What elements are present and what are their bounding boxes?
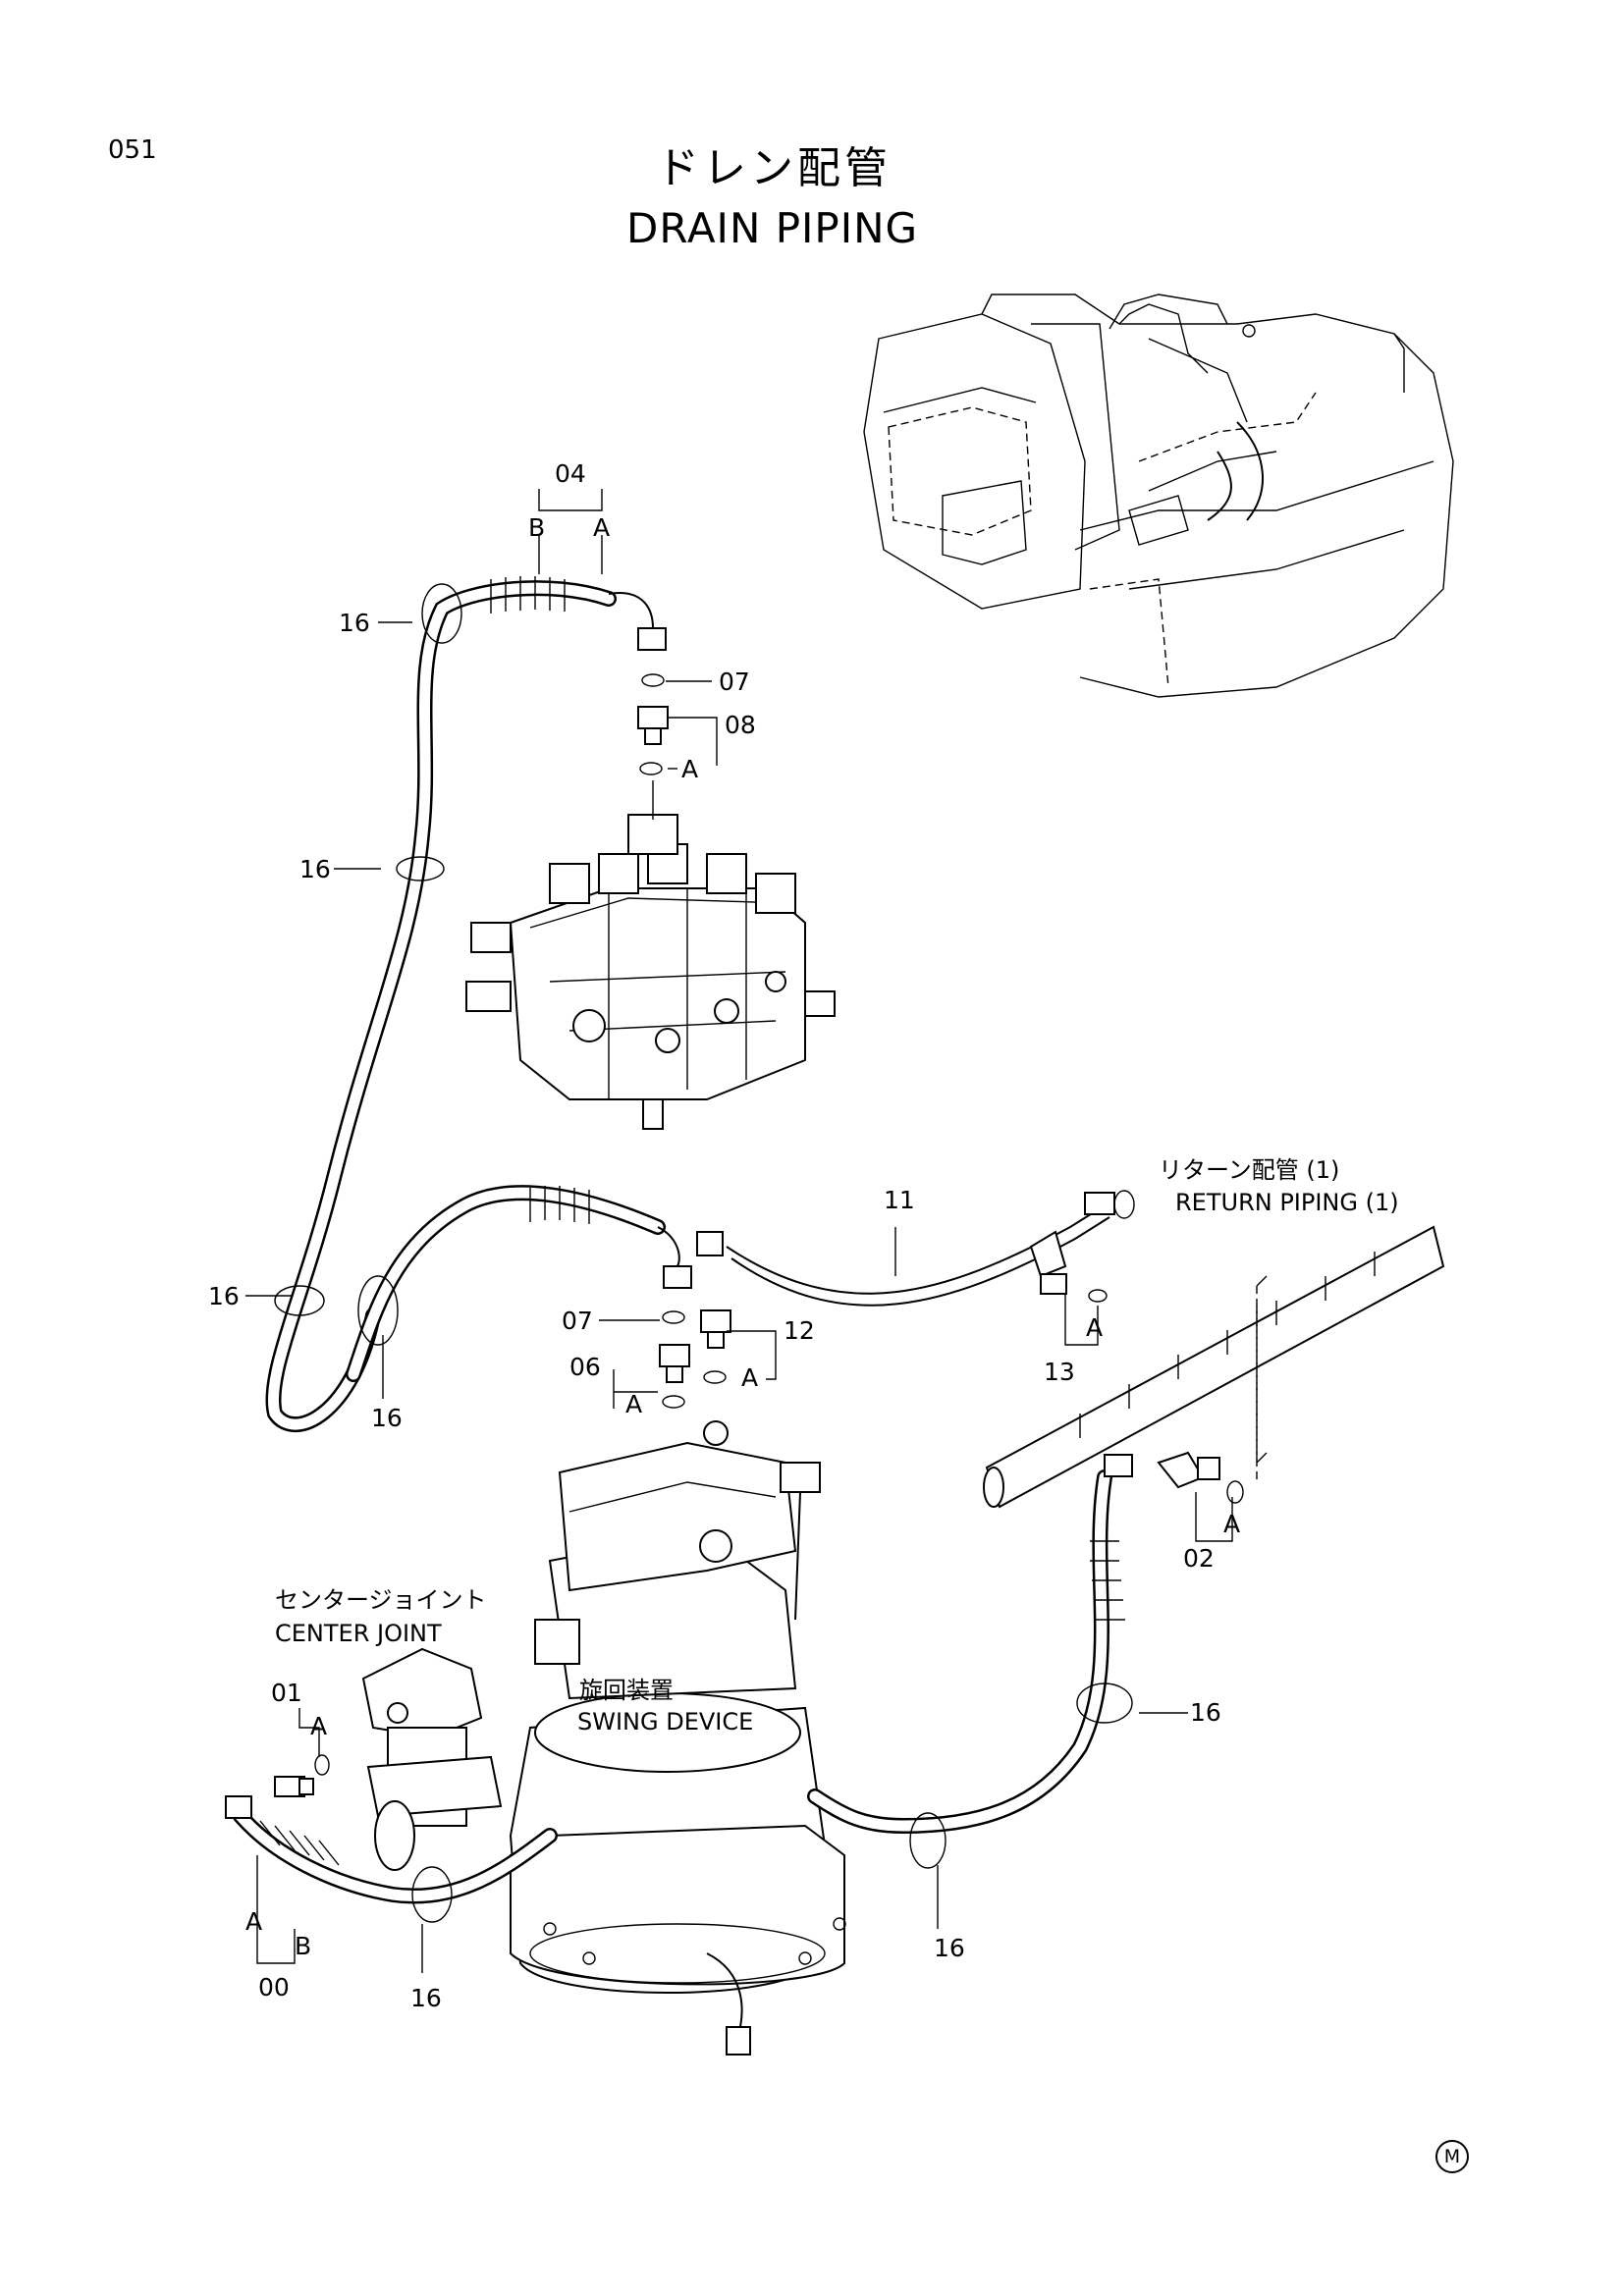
callout-16-c: 16 xyxy=(208,1282,240,1310)
page-title-japanese: ドレン配管 xyxy=(656,143,892,193)
return-piping-label-japanese: リターン配管 (1) xyxy=(1159,1156,1340,1184)
swing-device-label-japanese: 旋回装置 xyxy=(579,1677,674,1704)
leader-lines xyxy=(245,489,1258,1973)
callout-01: 01 xyxy=(271,1679,302,1707)
callout-13-a: A xyxy=(1086,1313,1104,1342)
callout-02-a: A xyxy=(1223,1510,1241,1538)
callout-16-b: 16 xyxy=(299,855,331,883)
callout-16-f: 16 xyxy=(410,1984,442,2012)
callout-16-e: 16 xyxy=(1190,1698,1221,1727)
center-joint-label-japanese: センタージョイント xyxy=(275,1586,487,1614)
callout-02: 02 xyxy=(1183,1544,1215,1573)
callout-12: 12 xyxy=(784,1316,815,1345)
callout-16-d: 16 xyxy=(371,1404,403,1432)
callout-00-b: B xyxy=(295,1932,312,1960)
page-title: DRAIN PIPING xyxy=(626,204,919,252)
return-piping-label: RETURN PIPING (1) xyxy=(1175,1189,1399,1216)
excavator-overview-sketch xyxy=(863,294,1454,698)
fittings xyxy=(274,673,1244,1797)
callout-16-a: 16 xyxy=(339,609,370,637)
corner-mark: M xyxy=(1435,2140,1469,2173)
callout-00-a: A xyxy=(245,1907,263,1936)
page-number: 051 xyxy=(108,135,157,165)
hose-02 xyxy=(807,1454,1133,1869)
callout-08-a: A xyxy=(681,755,699,783)
hose-00 xyxy=(225,1795,558,1923)
callout-06-a: A xyxy=(625,1390,643,1418)
callout-00: 00 xyxy=(258,1973,290,2002)
control-valve xyxy=(465,780,836,1130)
hose-11 xyxy=(696,1190,1135,1307)
callout-07-b: 07 xyxy=(562,1307,593,1335)
callout-06: 06 xyxy=(569,1353,601,1381)
callout-08: 08 xyxy=(725,711,756,739)
callout-13: 13 xyxy=(1044,1358,1075,1386)
callout-04-a: A xyxy=(593,513,611,542)
return-pipe xyxy=(983,1225,1445,1509)
center-joint-label: CENTER JOINT xyxy=(275,1620,442,1647)
swing-device-label: SWING DEVICE xyxy=(577,1708,754,1735)
hose-06 xyxy=(274,1185,692,1382)
callout-04: 04 xyxy=(555,459,586,488)
callout-04-b: B xyxy=(528,513,546,542)
center-joint xyxy=(361,1647,503,1871)
hose-04 xyxy=(265,576,667,1433)
callout-11: 11 xyxy=(884,1186,915,1214)
callout-16-g: 16 xyxy=(934,1934,965,1962)
callout-12-a: A xyxy=(741,1363,759,1392)
callout-07-a: 07 xyxy=(719,667,750,696)
swing-device xyxy=(509,1420,846,2056)
callout-01-a: A xyxy=(310,1712,328,1740)
